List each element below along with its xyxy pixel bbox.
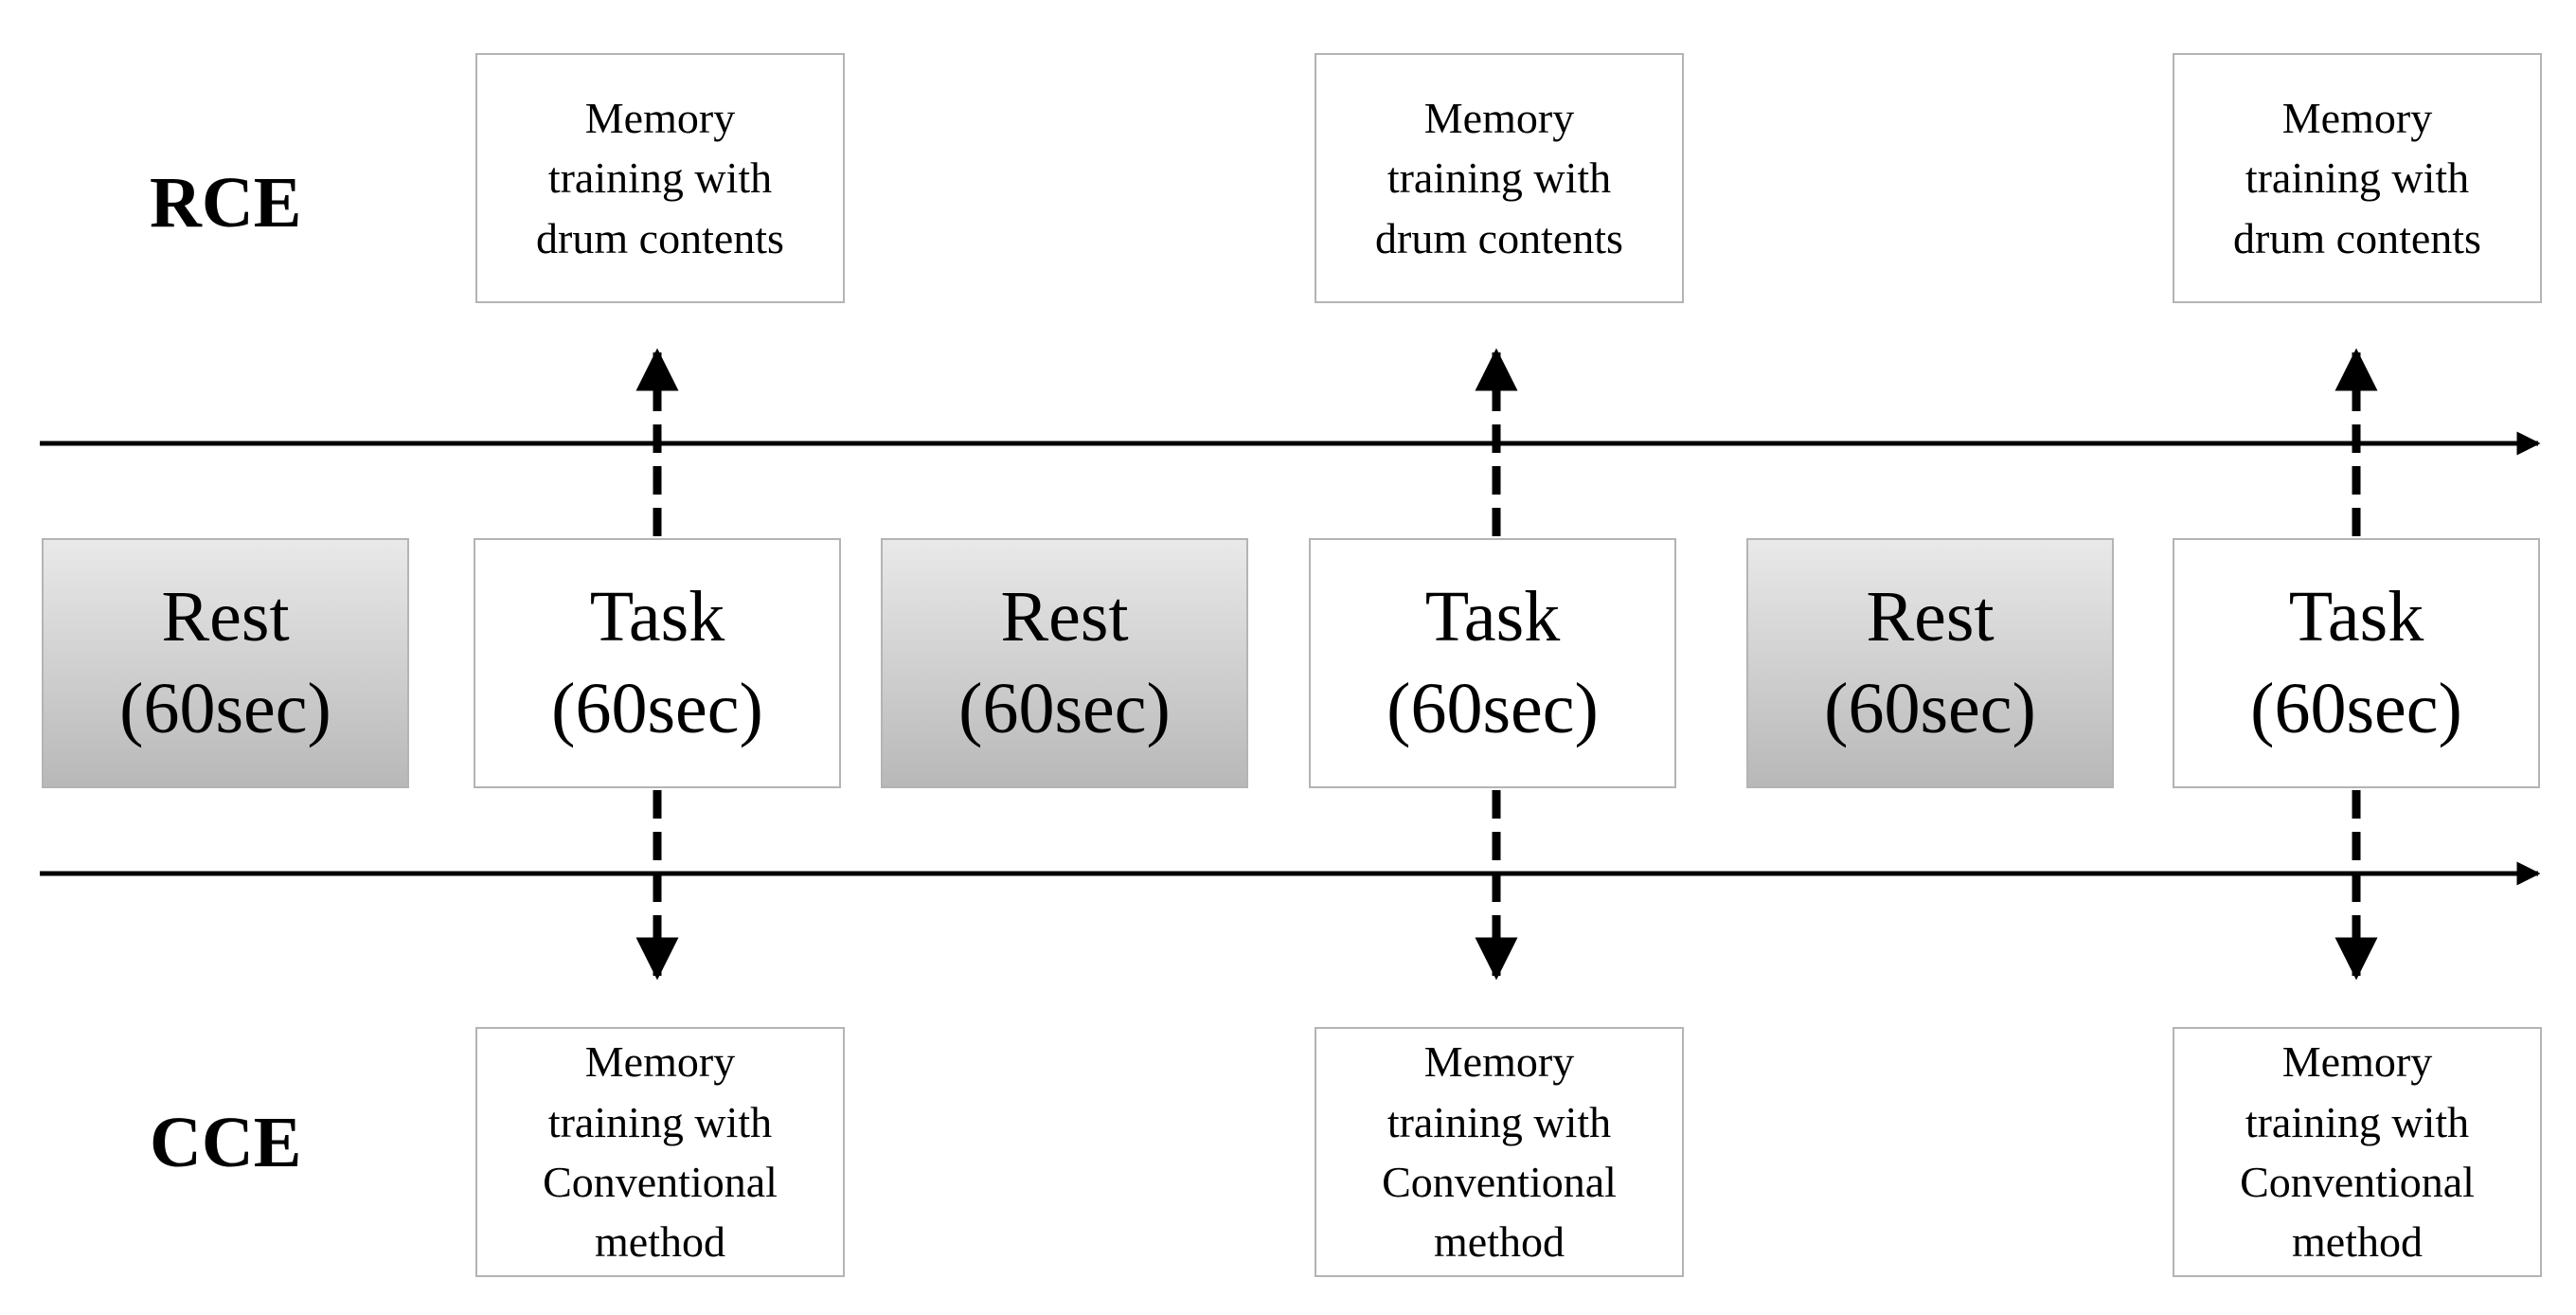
block-kind: Task — [2288, 576, 2424, 657]
note-line: Memory — [1423, 93, 1575, 142]
block-kind: Rest — [1000, 576, 1129, 657]
cce-note-3: Memory training with Conventional method — [2173, 1027, 2542, 1277]
rest-block-2: Rest (60sec) — [881, 538, 1248, 788]
cce-group-label: CCE — [150, 1103, 302, 1182]
note-line: Memory — [1423, 1037, 1575, 1087]
note-line: drum contents — [1375, 213, 1623, 262]
note-line: Conventional — [543, 1158, 778, 1206]
note-line: Memory — [584, 93, 736, 142]
note-line: training with — [1386, 1097, 1612, 1146]
block-duration: (60sec) — [119, 669, 331, 748]
note-line: Memory — [584, 1037, 736, 1087]
block-kind: Rest — [161, 576, 290, 657]
block-duration: (60sec) — [551, 669, 763, 748]
block-duration: (60sec) — [1824, 669, 2036, 748]
rest-block-3: Rest (60sec) — [1746, 538, 2114, 788]
note-line: method — [595, 1217, 725, 1267]
note-line: training with — [547, 1097, 773, 1146]
rce-group-label: RCE — [150, 163, 302, 243]
block-duration: (60sec) — [2250, 669, 2462, 748]
rce-note-3: Memory training with drum contents — [2173, 53, 2542, 303]
note-line: Conventional — [2240, 1158, 2475, 1206]
block-duration: (60sec) — [958, 669, 1171, 748]
task-block-3: Task (60sec) — [2173, 538, 2540, 788]
block-kind: Task — [589, 576, 725, 657]
note-line: training with — [2245, 153, 2470, 203]
note-line: Memory — [2281, 93, 2433, 142]
note-line: training with — [2245, 1097, 2470, 1146]
task-block-2: Task (60sec) — [1309, 538, 1676, 788]
task-block-1: Task (60sec) — [474, 538, 841, 788]
rest-block-1: Rest (60sec) — [42, 538, 409, 788]
cce-note-2: Memory training with Conventional method — [1315, 1027, 1684, 1277]
note-line: drum contents — [2233, 213, 2481, 262]
note-line: Conventional — [1382, 1158, 1617, 1206]
note-line: training with — [1386, 153, 1612, 203]
cce-note-1: Memory training with Conventional method — [475, 1027, 845, 1277]
block-duration: (60sec) — [1386, 669, 1599, 748]
note-line: Memory — [2281, 1037, 2433, 1087]
note-line: method — [2292, 1217, 2423, 1267]
rce-note-2: Memory training with drum contents — [1315, 53, 1684, 303]
rce-note-1: Memory training with drum contents — [475, 53, 845, 303]
block-kind: Task — [1424, 576, 1561, 657]
note-line: training with — [547, 153, 773, 203]
note-line: drum contents — [536, 213, 784, 262]
note-line: method — [1434, 1217, 1565, 1267]
block-kind: Rest — [1866, 576, 1995, 657]
